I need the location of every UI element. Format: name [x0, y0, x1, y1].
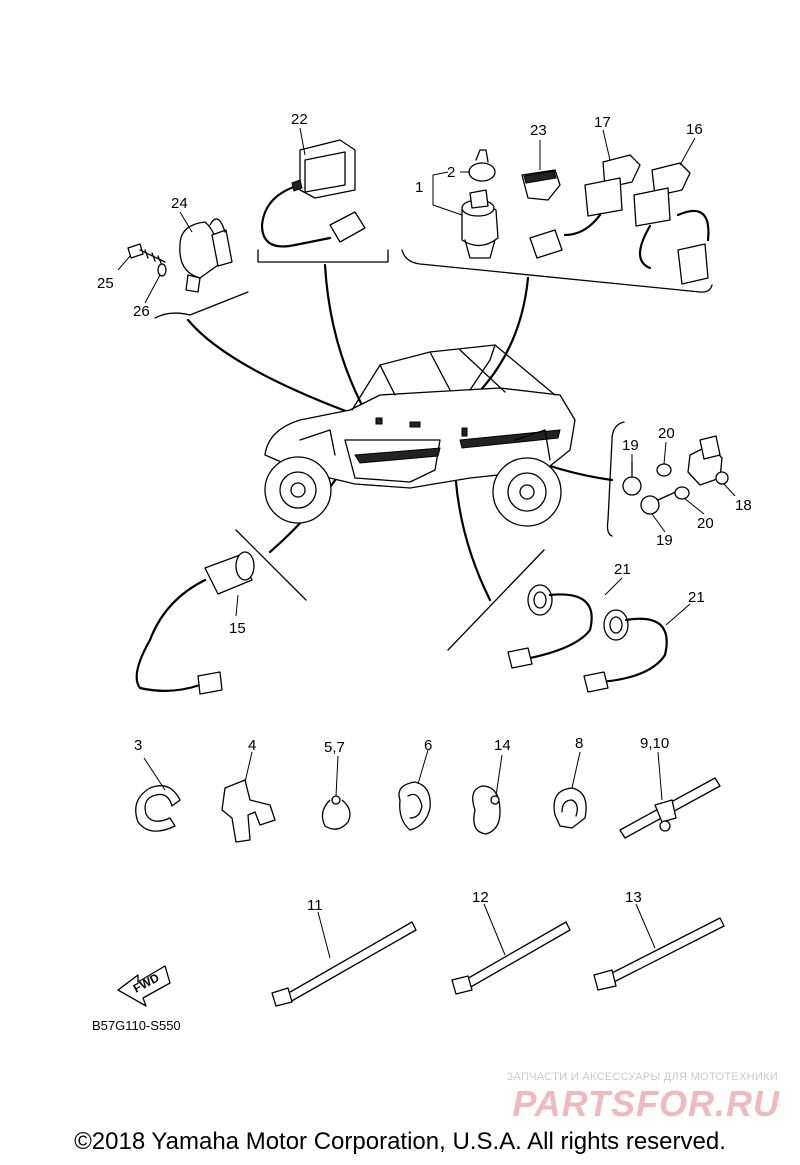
part-26-washer	[157, 263, 167, 277]
part-16-switch	[633, 162, 710, 285]
label-part-11: 11	[307, 897, 323, 914]
label-part-15: 15	[229, 620, 246, 637]
label-part-8: 8	[575, 735, 583, 752]
part-1-2-key-switch	[461, 149, 499, 259]
label-part-19b: 19	[656, 532, 673, 549]
label-part-26: 26	[133, 303, 150, 320]
part-11-cable-tie	[271, 921, 417, 1007]
label-part-20a: 20	[658, 425, 675, 442]
label-part-25: 25	[97, 275, 114, 292]
label-part-12: 12	[472, 889, 489, 906]
fwd-arrow-icon	[117, 965, 171, 1007]
label-part-9-10: 9,10	[640, 735, 669, 752]
label-part-21a: 21	[614, 561, 631, 578]
label-part-14: 14	[494, 737, 511, 754]
label-part-21b: 21	[688, 589, 705, 606]
bracket-15	[235, 529, 307, 601]
part-14-clamp	[472, 785, 501, 835]
part-24-sensor	[179, 218, 233, 293]
part-4-clip	[221, 779, 276, 843]
bracket-22	[257, 249, 389, 263]
label-part-16: 16	[686, 121, 703, 138]
part-5-7-clamp	[321, 795, 351, 830]
part-6-clamp	[398, 781, 431, 831]
bracket-24	[154, 291, 249, 319]
group-brackets	[154, 249, 713, 651]
bracket-1-23	[401, 249, 713, 293]
label-part-13: 13	[625, 889, 642, 906]
reference-code: B57G110-S550	[92, 1018, 181, 1033]
part-17-switch	[529, 154, 641, 259]
part-15-socket	[135, 551, 255, 695]
label-part-24: 24	[171, 195, 188, 212]
fwd-arrow: FWD	[117, 965, 171, 1007]
part-8-clamp	[553, 787, 587, 829]
label-part-2: 2	[447, 164, 455, 181]
part-19-bolt-b	[640, 489, 681, 515]
label-part-19a: 19	[622, 437, 639, 454]
part-22-switch	[260, 139, 366, 248]
label-part-4: 4	[248, 737, 256, 754]
part-25-bolt	[127, 243, 166, 264]
label-part-18: 18	[735, 497, 752, 514]
part-21-grommet-a	[507, 584, 593, 669]
label-part-1: 1	[415, 179, 423, 196]
part-18-sensor	[687, 435, 729, 486]
label-part-5-7: 5,7	[324, 739, 345, 756]
leader-lines	[117, 127, 736, 959]
part-20-washer-a	[656, 463, 672, 477]
watermark-tagline: ЗАПЧАСТИ И АКСЕССУАРЫ ДЛЯ МОТОТЕХНИКИ	[506, 1071, 778, 1083]
part-23-plug	[521, 169, 561, 201]
part-12-cable-tie	[451, 921, 571, 995]
label-part-22: 22	[291, 111, 308, 128]
vehicle-illustration	[264, 344, 576, 527]
label-part-20b: 20	[697, 515, 714, 532]
label-part-6: 6	[424, 737, 432, 754]
curve-22-to-vehicle	[323, 263, 372, 422]
part-20-washer-b	[674, 486, 690, 500]
part-13-cable-tie	[593, 917, 725, 991]
copyright-notice: ©2018 Yamaha Motor Corporation, U.S.A. A…	[74, 1128, 726, 1155]
curve-24-to-vehicle	[186, 318, 372, 422]
part-3-clip	[135, 785, 181, 832]
label-part-17: 17	[594, 114, 611, 131]
bracket-21	[447, 549, 545, 651]
part-21-grommet-b	[583, 609, 668, 693]
part-9-10-tie	[619, 777, 721, 839]
label-part-3: 3	[134, 737, 142, 754]
watermark-logo: PARTSFOR.RU	[512, 1083, 780, 1124]
part-labels: 1 2 3 4 5,7 6 8 9,10 11 12 13 14 15 16 1…	[97, 111, 752, 914]
label-part-23: 23	[530, 122, 547, 139]
